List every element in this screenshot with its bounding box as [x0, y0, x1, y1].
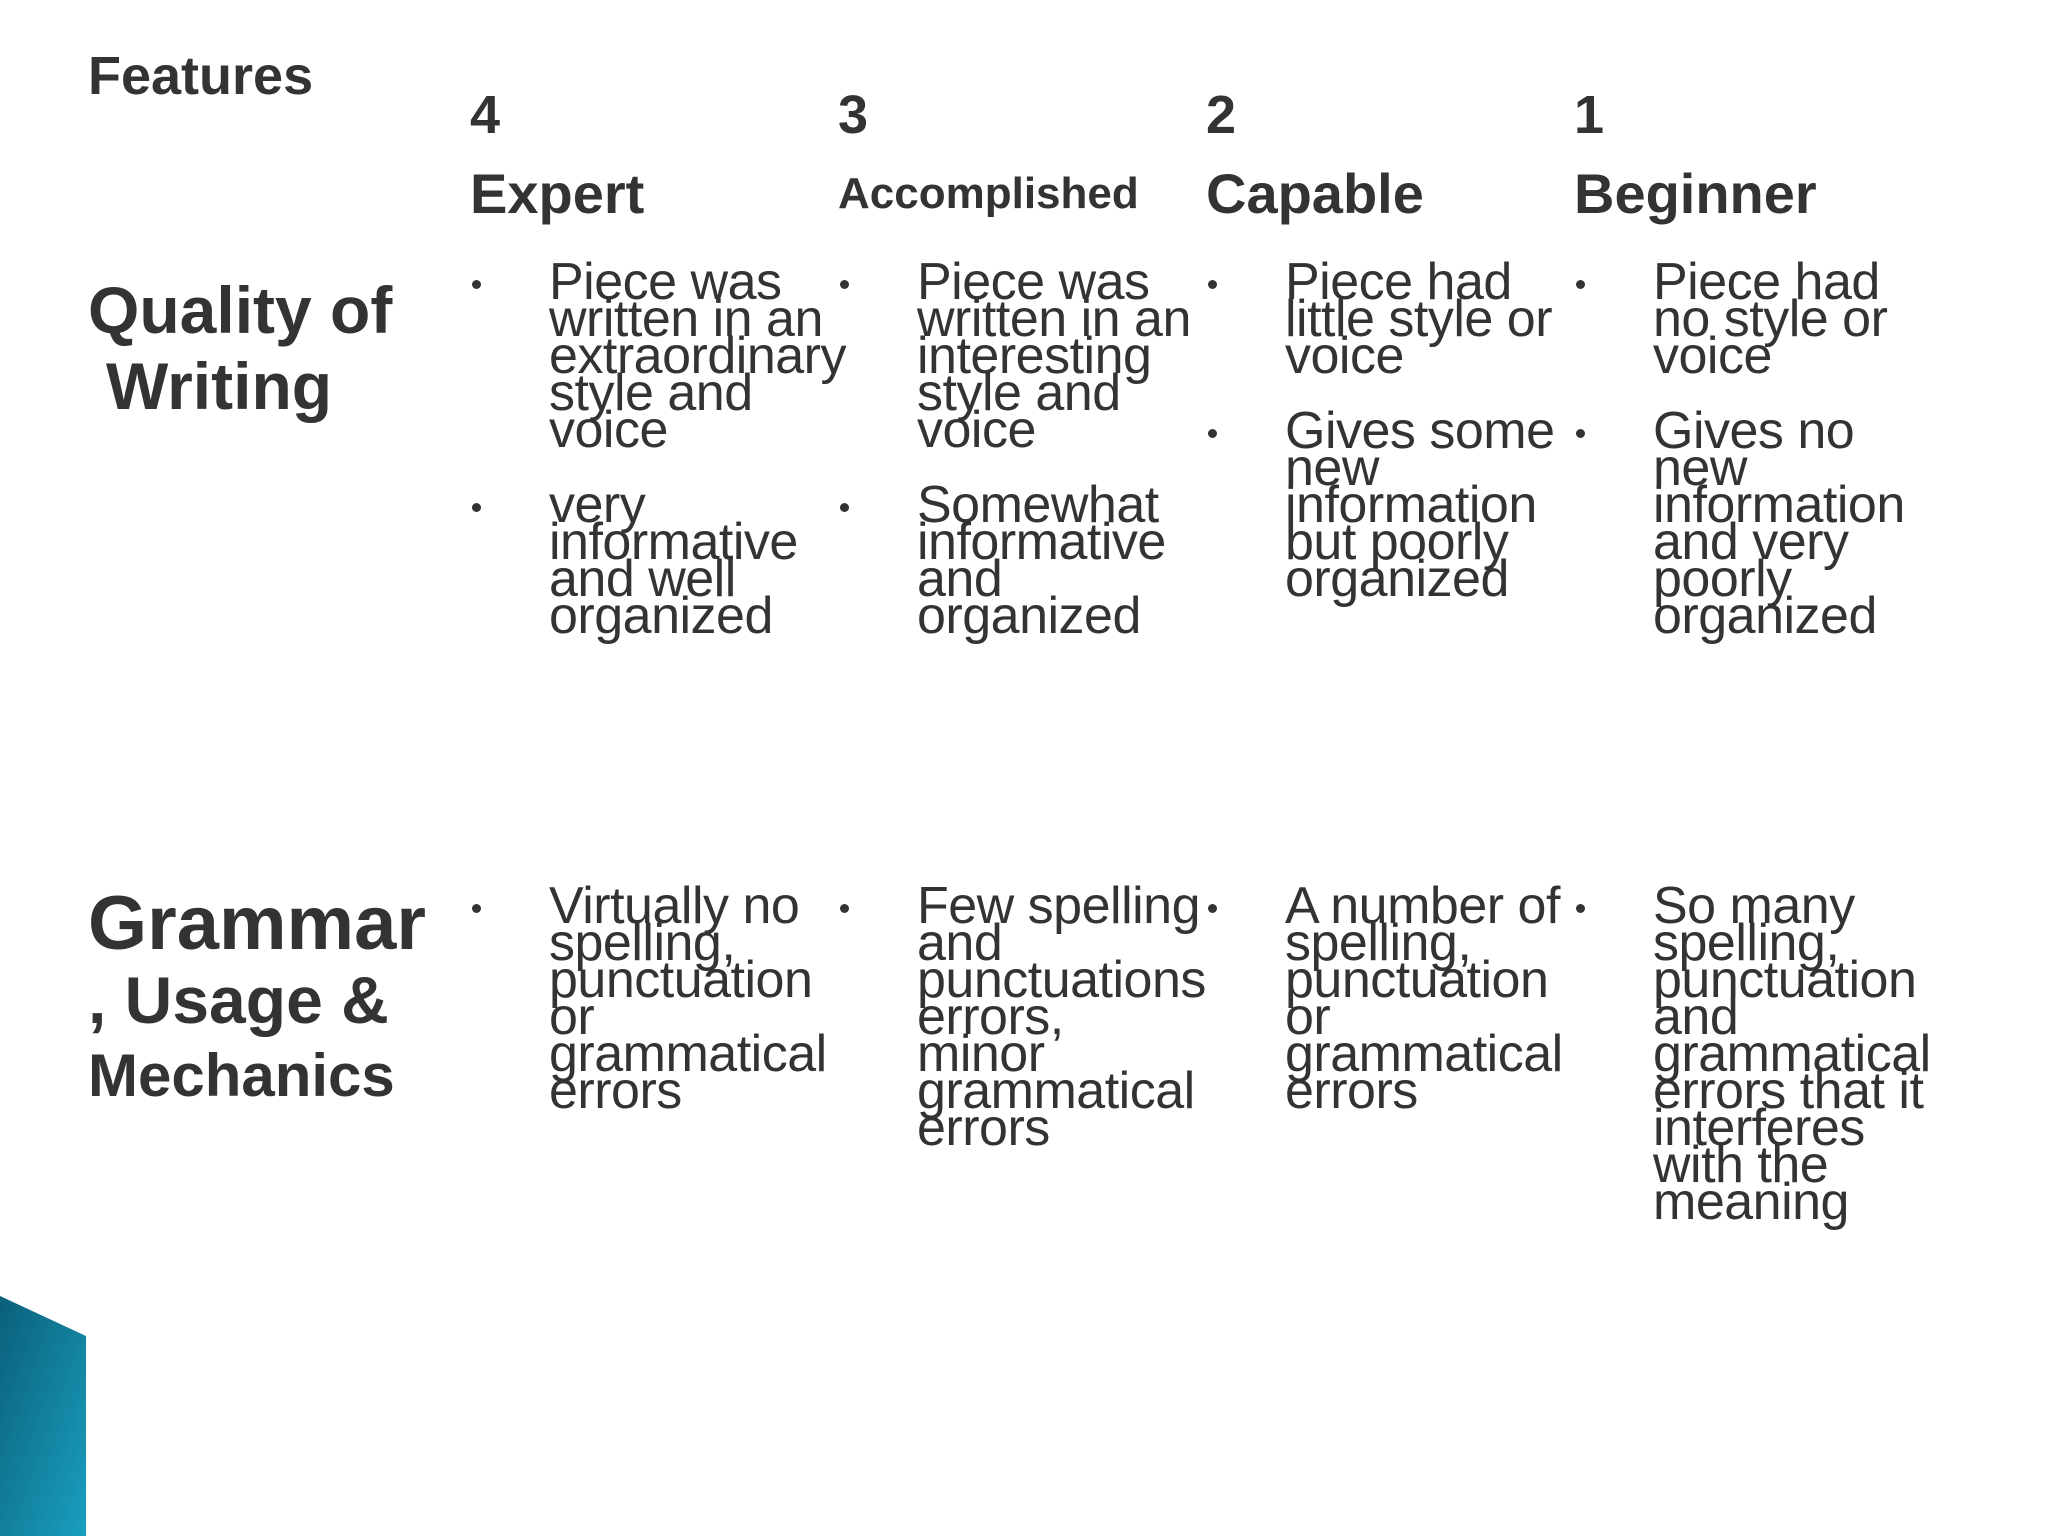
column-score: 4: [470, 85, 501, 145]
list-item: Virtually no spelling, punctuation or gr…: [472, 880, 834, 1117]
bullet-list: Few spelling and punctuations errors, mi…: [840, 880, 1206, 1154]
column-level: Accomplished: [838, 169, 1139, 218]
column-level: Expert: [470, 162, 645, 225]
bullet-icon: [472, 280, 481, 289]
bullet-icon: [472, 503, 481, 512]
list-item: very informative and well organized: [472, 479, 834, 642]
bullet-icon: [1208, 429, 1217, 438]
cell-quality-accomplished: Piece was written in an interesting styl…: [840, 256, 1202, 642]
bullet-list: Virtually no spelling, punctuation or gr…: [472, 880, 834, 1117]
row-label-grammar-usage-mechanics: Grammar , Usage & Mechanics: [88, 886, 426, 1114]
bullet-list: Piece had little style or voice Gives so…: [1208, 256, 1570, 605]
row-label-line: , Usage &: [88, 963, 389, 1037]
bullet-list: Piece had no style or voice Gives no new…: [1576, 256, 1938, 642]
bullet-icon: [1576, 904, 1585, 913]
list-item: Gives no new information and very poorly…: [1576, 405, 1938, 642]
list-item: So many spelling, punctuation and gramma…: [1576, 880, 1938, 1228]
features-heading: Features: [88, 46, 314, 106]
list-item: Piece was written in an extraordinary st…: [472, 256, 846, 487]
column-header-accomplished: 3 Accomplished: [838, 80, 1188, 238]
column-score: 2: [1206, 85, 1237, 145]
bullet-icon: [840, 280, 849, 289]
bullet-list: Piece was written in an extraordinary st…: [472, 256, 846, 642]
list-item: A number of spelling, punctuation or gra…: [1208, 880, 1570, 1117]
column-level: Capable: [1206, 162, 1424, 225]
column-header-expert: 4 Expert: [470, 80, 820, 238]
column-score: 1: [1574, 85, 1605, 145]
column-score: 3: [838, 85, 869, 145]
row-label-quality-of-writing: Quality of Writing: [88, 272, 392, 424]
cell-quality-beginner: Piece had no style or voice Gives no new…: [1576, 256, 1938, 642]
cell-grammar-accomplished: Few spelling and punctuations errors, mi…: [840, 880, 1206, 1154]
list-item: Few spelling and punctuations errors, mi…: [840, 880, 1206, 1154]
list-item: Gives some new information but poorly or…: [1208, 405, 1570, 605]
bullet-icon: [472, 904, 481, 913]
column-level: Beginner: [1574, 162, 1817, 225]
bullet-list: A number of spelling, punctuation or gra…: [1208, 880, 1570, 1117]
cell-grammar-capable: A number of spelling, punctuation or gra…: [1208, 880, 1570, 1117]
corner-shape-fill: [0, 1296, 86, 1536]
column-header-capable: 2 Capable: [1206, 80, 1556, 238]
row-label-line: Mechanics: [88, 1042, 395, 1109]
row-label-line: Grammar: [88, 881, 426, 966]
list-item: Piece was written in an interesting styl…: [840, 256, 1202, 487]
cell-grammar-expert: Virtually no spelling, punctuation or gr…: [472, 880, 834, 1117]
bullet-icon: [840, 904, 849, 913]
column-header-beginner: 1 Beginner: [1574, 80, 1924, 238]
corner-decoration: [0, 1296, 86, 1536]
bullet-icon: [1208, 280, 1217, 289]
list-item: Somewhat informative and organized: [840, 479, 1202, 642]
row-label-line: Quality of: [88, 273, 393, 347]
row-label-line: Writing: [106, 349, 333, 423]
cell-quality-capable: Piece had little style or voice Gives so…: [1208, 256, 1570, 605]
bullet-list: Piece was written in an interesting styl…: [840, 256, 1202, 642]
cell-grammar-beginner: So many spelling, punctuation and gramma…: [1576, 880, 1938, 1228]
list-item: Piece had little style or voice: [1208, 256, 1570, 413]
cell-quality-expert: Piece was written in an extraordinary st…: [472, 256, 846, 642]
bullet-list: So many spelling, punctuation and gramma…: [1576, 880, 1938, 1228]
list-item: Piece had no style or voice: [1576, 256, 1938, 413]
bullet-icon: [1208, 904, 1217, 913]
bullet-icon: [1576, 429, 1585, 438]
bullet-icon: [1576, 280, 1585, 289]
bullet-icon: [840, 503, 849, 512]
